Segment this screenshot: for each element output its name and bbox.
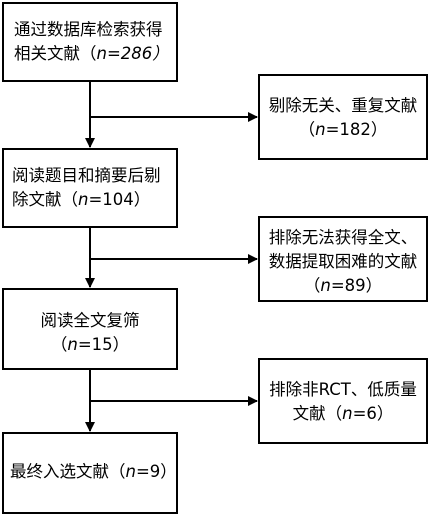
step4-line1: 最终入选文献（n=9） [10, 462, 177, 481]
ex1-line2: （n=182） [298, 120, 388, 139]
step2-line1: 阅读题目和摘要后剔 [12, 166, 161, 185]
step3-line2: （n=15） [50, 335, 130, 354]
step2-line2: 除文献（n=104） [12, 190, 151, 209]
ex1-line1: 剔除无关、重复文献 [268, 96, 418, 115]
ex2-line2: 数据提取困难的文献 [268, 252, 418, 271]
step3-line1: 阅读全文复筛 [40, 311, 140, 330]
step-fulltext-screen-box: 阅读全文复筛 （n=15） [2, 288, 178, 370]
exclusion-irrelevant-duplicate-box: 剔除无关、重复文献 （n=182） [258, 74, 428, 160]
ex2-line1: 排除无法获得全文、 [268, 228, 418, 247]
ex3-line1: 排除非RCT、低质量 [269, 380, 417, 399]
step-database-search-box: 通过数据库检索获得 相关文献（n=286） [2, 2, 178, 82]
step-title-abstract-box: 阅读题目和摘要后剔 除文献（n=104） [2, 148, 178, 228]
step1-line1: 通过数据库检索获得 [14, 20, 163, 39]
ex3-line2: 文献（n=6） [292, 404, 394, 423]
exclusion-no-fulltext-box: 排除无法获得全文、 数据提取困难的文献 （n=89） [258, 216, 428, 302]
exclusion-non-rct-box: 排除非RCT、低质量 文献（n=6） [258, 358, 428, 444]
ex2-line3: （n=89） [303, 276, 383, 295]
step-final-included-box: 最终入选文献（n=9） [2, 432, 178, 514]
step1-line2: 相关文献（n=286） [14, 44, 169, 63]
